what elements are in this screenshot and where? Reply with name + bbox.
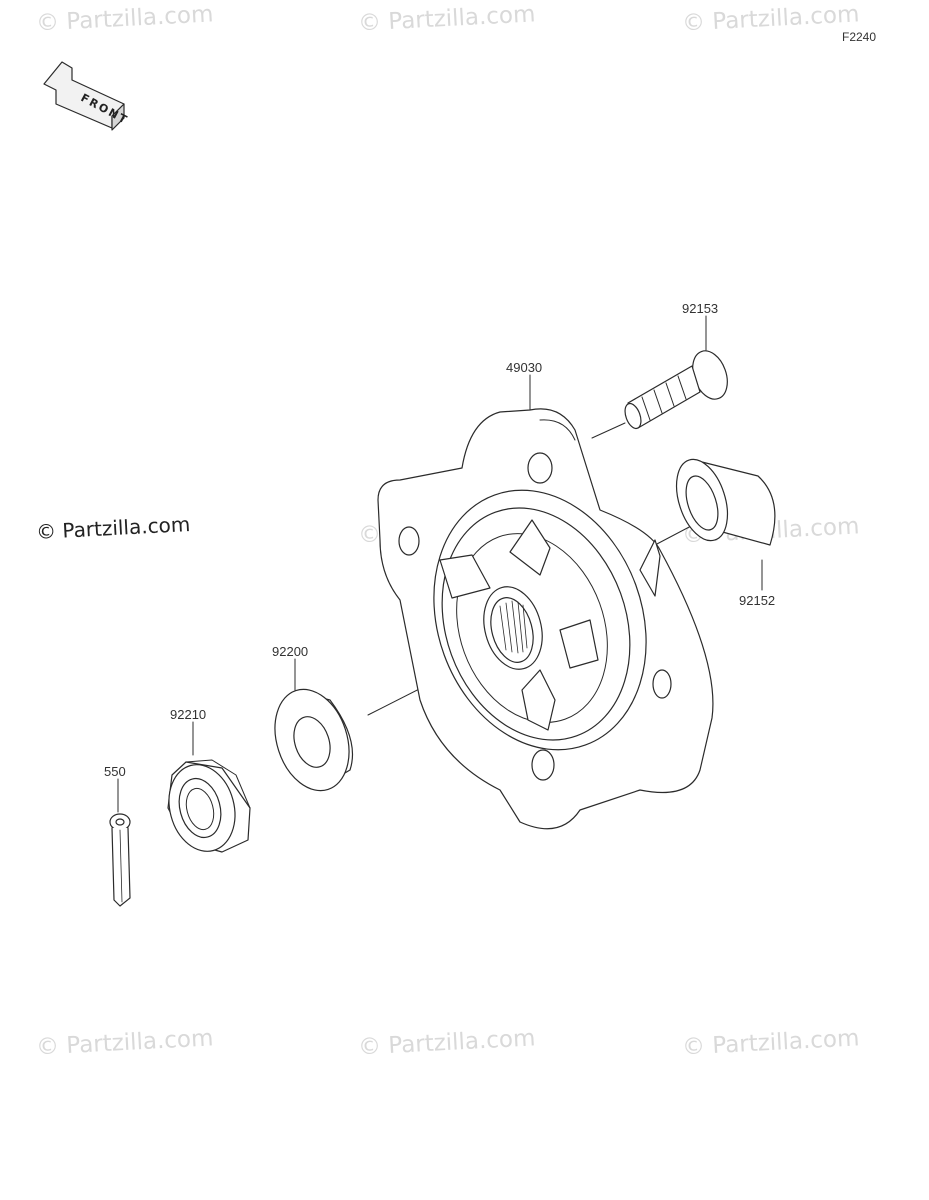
part-49030-hub [378,409,713,829]
front-arrow-icon: FRONT [44,62,131,130]
part-label-92200[interactable]: 92200 [272,644,309,659]
part-label-92210[interactable]: 92210 [170,707,207,722]
part-label-92153[interactable]: 92153 [682,301,719,316]
part-550-cotter-pin [110,814,130,906]
part-92153-stud-bolt [622,346,734,431]
part-92210-nut [160,757,250,859]
figure-code: F2240 [842,30,877,44]
part-92152-oil-seal [667,453,775,547]
part-label-550[interactable]: 550 [104,764,126,779]
part-label-92152[interactable]: 92152 [739,593,776,608]
part-92200-washer [263,680,362,801]
part-label-49030[interactable]: 49030 [506,360,543,375]
